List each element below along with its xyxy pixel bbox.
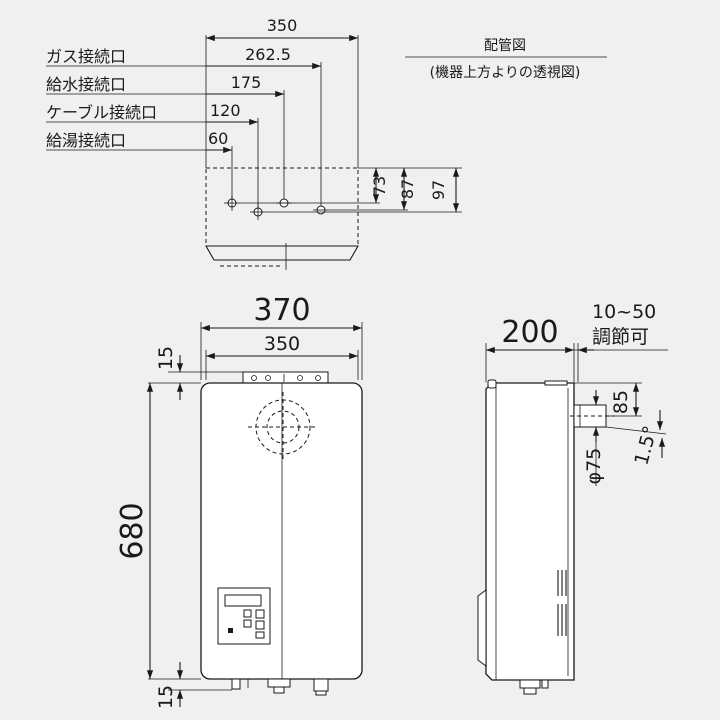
dim-gas: 262.5 [245, 45, 291, 64]
connection-hot-water [224, 195, 240, 211]
piping-title: 配管図 [484, 38, 526, 54]
dim-97: 97 [429, 180, 448, 200]
connection-cable [250, 204, 266, 220]
bottom-fittings [231, 678, 329, 696]
dim-top-offset: 15 [155, 346, 177, 370]
label-adjustable: 調節可 [592, 326, 649, 348]
dim-73: 73 [370, 176, 389, 196]
dim-height: 680 [115, 502, 150, 559]
dim-bracket-width: 350 [264, 333, 300, 355]
piping-subtitle: (機器上方よりの透視図) [430, 65, 581, 81]
dim-outer-width: 370 [253, 293, 310, 328]
dim-85: 85 [610, 390, 632, 414]
dim-water-in: 175 [231, 73, 262, 92]
label-hot-water-connection: 給湯接続口 [46, 131, 126, 150]
label-cable-connection: ケーブル接続口 [46, 103, 157, 122]
label-gas-connection: ガス接続口 [46, 47, 126, 66]
unit-outline-top [205, 167, 359, 247]
dim-diameter: φ75 [583, 448, 605, 485]
side-vents [557, 570, 567, 636]
label-water-in-connection: 給水接続口 [46, 75, 126, 94]
dim-bottom-offset: 15 [155, 685, 177, 709]
side-cover [477, 589, 487, 667]
dim-adjust-range: 10~50 [592, 301, 656, 323]
dim-87: 87 [398, 179, 417, 199]
piping-view: 350 262.5 ガス接続口 175 給水接続口 120 ケーブル接続口 60… [46, 16, 607, 270]
front-view: 370 350 [115, 293, 363, 709]
display-window [224, 594, 262, 607]
side-view: 200 10~50 調節可 [477, 301, 668, 695]
dim-cable: 120 [210, 101, 241, 120]
unit-body-side [485, 382, 575, 681]
dim-hot-water: 60 [208, 129, 228, 148]
dim-depth: 200 [501, 315, 558, 350]
dim-total-width: 350 [267, 16, 298, 35]
connection-gas [313, 205, 329, 215]
